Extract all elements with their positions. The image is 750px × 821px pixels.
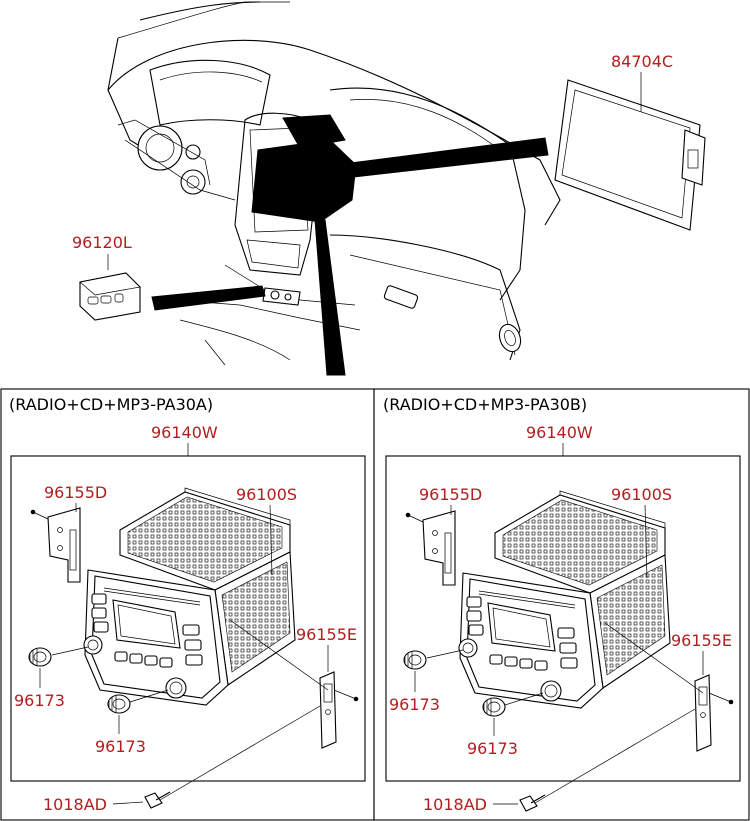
panel-b-assembly-box [385, 455, 741, 782]
dashboard-illustration [79, 1, 706, 376]
label-display-part: 84704C [611, 52, 673, 71]
panel-a-assembly-label: 96140W [151, 423, 218, 442]
panel-b-screw-label: 1018AD [423, 795, 487, 814]
panel-a-screw-label: 1018AD [43, 795, 107, 814]
panel-a-head-unit [83, 487, 296, 706]
panel-b-screw [519, 708, 696, 812]
panel-b-bracket-right-label: 96155E [671, 631, 732, 650]
panel-a-screw [144, 705, 321, 809]
panel-frame-b [373, 388, 750, 821]
panel-a-knob-upper-label: 96173 [14, 691, 65, 710]
panel-b-knob-lower [482, 697, 506, 717]
panel-b-head-unit [458, 490, 671, 709]
panel-b-assembly-label: 96140W [526, 423, 593, 442]
panel-a-bracket-right-label: 96155E [296, 625, 357, 644]
panel-a-knob-upper [28, 647, 52, 667]
panel-b-knob-upper-label: 96173 [389, 695, 440, 714]
panel-a: (RADIO+CD+MP3-PA30A) 96140W 96155D 96100… [9, 395, 366, 814]
panel-b: (RADIO+CD+MP3-PA30B) 96140W 96155D 96100… [383, 395, 741, 814]
panel-b-knob-upper [403, 650, 427, 670]
panel-a-head-unit-label: 96100S [236, 485, 297, 504]
panel-b-bracket-left-label: 96155D [419, 485, 482, 504]
panel-a-bracket-left [30, 507, 81, 583]
panel-a-bracket-right [319, 671, 359, 749]
panel-a-knob-lower [107, 694, 131, 714]
panel-b-title: (RADIO+CD+MP3-PA30B) [383, 395, 587, 414]
panel-a-knob-lower-label: 96173 [95, 737, 146, 756]
panel-b-bracket-left [405, 510, 456, 586]
panel-b-bracket-right [694, 674, 734, 752]
label-aux-jack-part: 96120L [72, 233, 132, 252]
panel-a-assembly-box [10, 455, 366, 782]
panel-b-head-unit-label: 96100S [611, 485, 672, 504]
panel-b-knob-lower-label: 96173 [467, 739, 518, 758]
panel-a-bracket-left-label: 96155D [44, 483, 107, 502]
panel-a-title: (RADIO+CD+MP3-PA30A) [9, 395, 213, 414]
